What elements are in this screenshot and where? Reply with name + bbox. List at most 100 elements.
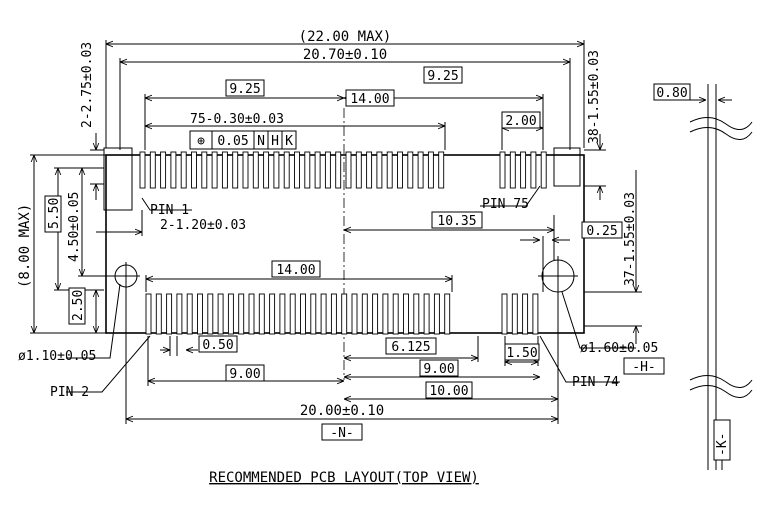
center-1400-bottom-label: 14.00 <box>276 263 315 278</box>
pad <box>444 293 451 335</box>
hole-left-label: ø1.10±0.05 <box>18 349 96 364</box>
pad <box>258 293 265 335</box>
pad <box>139 151 146 189</box>
caption: RECOMMENDED PCB LAYOUT(TOP VIEW) <box>209 470 479 486</box>
pad <box>180 151 187 189</box>
pad <box>532 293 539 335</box>
pad <box>376 151 383 189</box>
dim-080-label: 0.80 <box>656 86 687 101</box>
pad <box>197 293 203 335</box>
pad <box>304 151 311 189</box>
dim-150-label: 1.50 <box>506 346 537 361</box>
pad <box>186 293 193 335</box>
pad <box>294 151 300 189</box>
pad <box>145 293 152 335</box>
bottom-right-pad-row <box>501 293 539 335</box>
pad <box>403 293 409 335</box>
dim-900-left-label: 9.00 <box>229 367 260 382</box>
pad <box>433 293 440 335</box>
datum-k-label: -K- <box>715 433 730 456</box>
labels: (22.00 MAX) 20.70±0.10 9.25 9.25 14.00 7… <box>17 29 731 486</box>
pad <box>520 151 527 189</box>
pad <box>366 151 373 189</box>
pad <box>269 293 276 335</box>
pad <box>413 293 420 335</box>
pad <box>417 151 424 189</box>
width-2000-label: 20.00±0.10 <box>300 403 384 419</box>
pad <box>176 293 183 335</box>
pad <box>201 151 208 189</box>
top-left-pad-row <box>139 151 445 189</box>
pad <box>407 151 414 189</box>
fcf-tolerance: 0.05 <box>217 134 248 149</box>
dim-200-label: 2.00 <box>505 114 536 129</box>
pad <box>511 293 518 335</box>
pad <box>499 151 506 189</box>
center-1400-top-label: 14.00 <box>350 92 389 107</box>
dim-025-label: 0.25 <box>586 224 617 239</box>
pad <box>351 293 358 335</box>
dimension-lines <box>30 40 642 424</box>
pad <box>324 151 331 189</box>
pin75-label: PIN 75 <box>482 197 529 212</box>
dim-450-label: 4.50±0.05 <box>67 192 82 262</box>
datum-n-label: -N- <box>330 426 353 441</box>
pad <box>361 293 368 335</box>
pad <box>423 293 430 335</box>
pad <box>155 293 162 335</box>
pin74-label: PIN 74 <box>572 375 619 390</box>
pad <box>263 151 270 189</box>
dim-050-label: 0.50 <box>202 338 233 353</box>
pad <box>207 293 214 335</box>
pad <box>530 151 537 189</box>
pad <box>341 293 348 335</box>
pad <box>397 151 403 189</box>
pad <box>273 151 280 189</box>
pad <box>345 151 352 189</box>
max-width-label: (22.00 MAX) <box>299 29 392 45</box>
pad <box>289 293 296 335</box>
pitch-right-label: 9.25 <box>427 69 458 84</box>
pad <box>392 293 399 335</box>
pad <box>501 293 508 335</box>
dim-250-label: 2.50 <box>71 290 86 321</box>
pad <box>330 293 337 335</box>
fcf-datum-k: K <box>285 134 293 149</box>
pad <box>217 293 224 335</box>
top-right-pad-row <box>499 151 547 189</box>
dim-6125-label: 6.125 <box>391 340 430 355</box>
hole-right-label: ø1.60±0.05 <box>580 341 658 356</box>
dim-1000-label: 10.00 <box>429 384 468 399</box>
pad <box>372 293 379 335</box>
row-75-label: 75-0.30±0.03 <box>190 112 284 127</box>
side-view <box>689 84 753 470</box>
feature-control-frame: ⊕ 0.05 N H K <box>189 130 297 150</box>
position-symbol-icon: ⊕ <box>197 134 205 149</box>
pad-120-label: 2-1.20±0.03 <box>160 218 246 233</box>
pad <box>540 151 547 189</box>
pad <box>509 151 516 189</box>
pad <box>242 151 249 189</box>
pad <box>227 293 234 335</box>
pad <box>382 293 389 335</box>
pitch-left-label: 9.25 <box>229 82 260 97</box>
pad <box>170 151 177 189</box>
pad <box>438 151 445 189</box>
pad <box>191 151 197 189</box>
bottom-left-pad-row <box>145 293 451 335</box>
pad <box>355 151 362 189</box>
pad <box>310 293 317 335</box>
pad <box>160 151 167 189</box>
pad <box>221 151 228 189</box>
pad <box>522 293 529 335</box>
right-vert-37-label: 37-1.55±0.03 <box>623 192 638 286</box>
pad <box>283 151 290 189</box>
pad <box>427 151 434 189</box>
connector-outline <box>103 108 585 380</box>
pad <box>300 293 306 335</box>
pad <box>211 151 218 189</box>
pad <box>232 151 239 189</box>
pad <box>238 293 245 335</box>
dim-900-right-label: 9.00 <box>423 362 454 377</box>
